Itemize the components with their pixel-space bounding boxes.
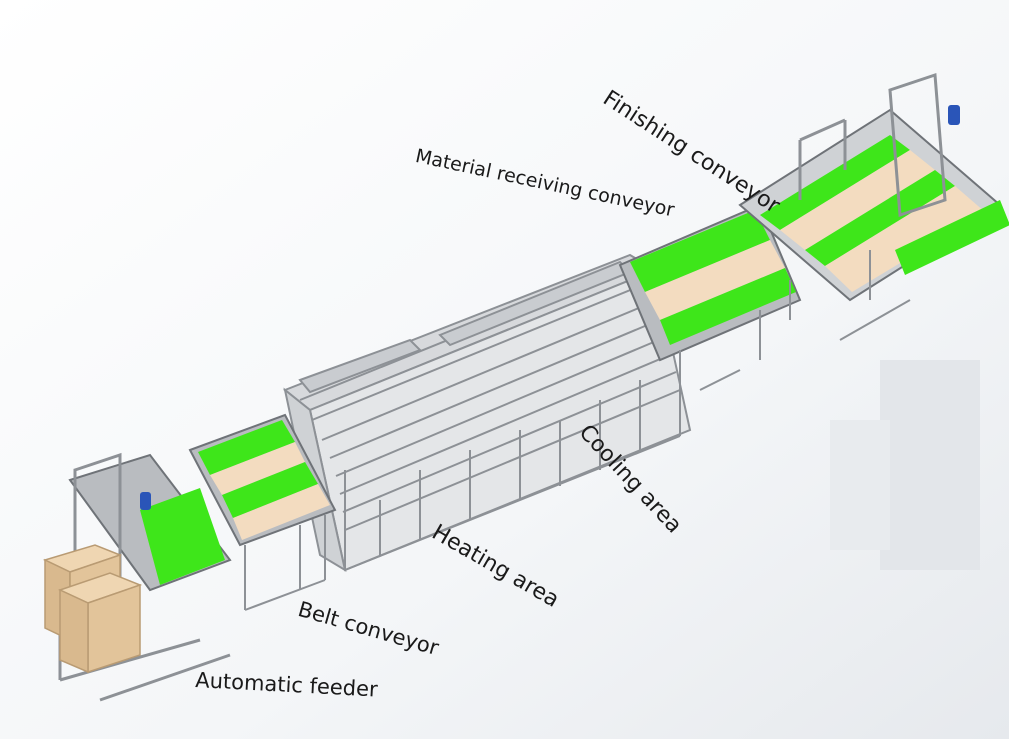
motor-icon: [140, 492, 151, 510]
carton-stack: [42, 544, 143, 674]
motor-icon: [948, 105, 960, 125]
material-receiving-conveyor-unit: [618, 203, 802, 400]
background-shadow-block: [830, 420, 890, 550]
heating-cooling-frame: [283, 253, 692, 573]
background-shadow-block: [880, 360, 980, 570]
finishing-conveyor-unit: [738, 72, 1009, 341]
belt-conveyor-unit: [188, 413, 337, 611]
automatic-feeder-unit: [42, 452, 232, 702]
